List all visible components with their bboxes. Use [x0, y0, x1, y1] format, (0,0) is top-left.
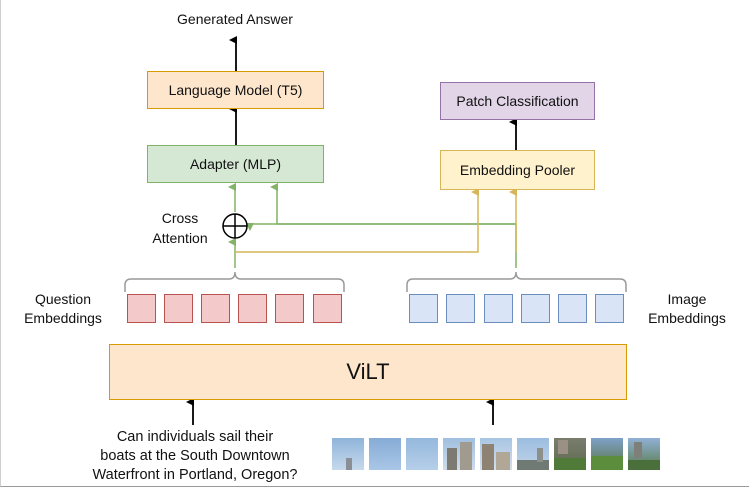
image-patch	[369, 438, 401, 470]
question-token	[238, 294, 267, 323]
patch-classification-label: Patch Classification	[456, 93, 579, 109]
question-token	[313, 294, 342, 323]
image-patch	[443, 438, 475, 470]
adapter-box: Adapter (MLP)	[147, 145, 324, 183]
image-patch	[480, 438, 512, 470]
image-embeddings-label: Image Embeddings	[648, 291, 726, 326]
green-connectors	[228, 183, 517, 268]
image-token	[484, 294, 513, 323]
cross-attention-label: Cross Attention	[152, 210, 208, 246]
question-embeddings-label: Question Embeddings	[24, 291, 102, 326]
question-token	[201, 294, 230, 323]
patch-classification-box: Patch Classification	[440, 82, 595, 120]
yellow-connectors	[235, 188, 517, 253]
curly-brace-icon	[406, 271, 627, 292]
image-token	[558, 294, 587, 323]
language-model-label: Language Model (T5)	[168, 82, 303, 98]
embedding-pooler-label: Embedding Pooler	[459, 162, 576, 178]
image-token	[521, 294, 550, 323]
adapter-label: Adapter (MLP)	[189, 156, 282, 172]
image-token	[409, 294, 438, 323]
question-text: Can individuals sail their boats at the …	[92, 429, 298, 483]
vilt-label: ViLT	[346, 359, 390, 384]
image-token	[446, 294, 475, 323]
curly-brace-icon	[124, 271, 345, 292]
image-patch	[591, 438, 623, 470]
image-patch	[332, 438, 364, 470]
image-patch	[554, 438, 586, 470]
question-token	[164, 294, 193, 323]
image-patch	[628, 438, 660, 470]
image-patch	[517, 438, 549, 470]
image-patch	[406, 438, 438, 470]
circled-plus-icon	[222, 213, 248, 239]
embedding-pooler-box: Embedding Pooler	[440, 150, 595, 190]
image-token	[595, 294, 624, 323]
vilt-box: ViLT	[109, 344, 627, 400]
language-model-box: Language Model (T5)	[147, 71, 324, 109]
generated-answer-label: Generated Answer	[177, 11, 293, 27]
question-token	[275, 294, 304, 323]
question-token	[127, 294, 156, 323]
